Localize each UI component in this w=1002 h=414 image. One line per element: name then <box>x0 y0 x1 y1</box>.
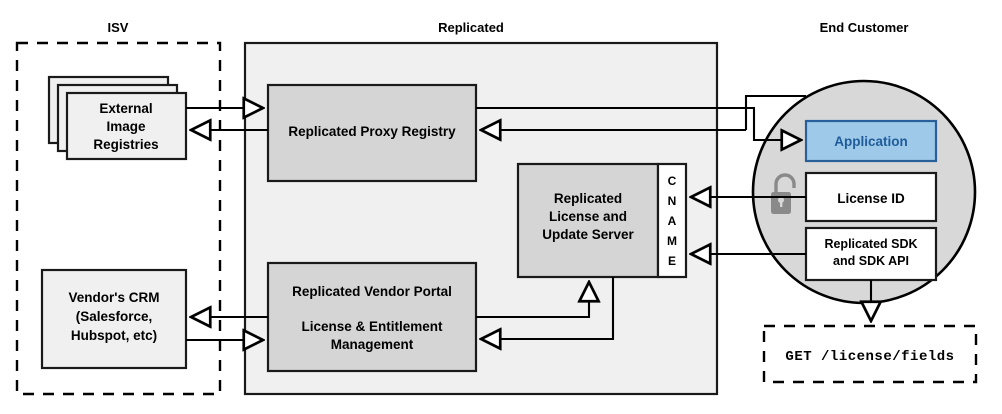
node-vendor-portal-box <box>266 261 478 373</box>
unlock-keyhole <box>778 197 784 203</box>
cname-letter-n: N <box>668 194 677 208</box>
node-license-id-label: License ID <box>837 191 905 206</box>
node-replicated-proxy-registry-box <box>266 83 478 183</box>
node-label-line2: (Salesforce, <box>76 309 153 324</box>
node-label-line3: Registries <box>93 137 158 152</box>
node-label-line1: Replicated <box>554 191 622 206</box>
node-label-line2: Image <box>106 119 146 134</box>
connectors <box>186 94 871 340</box>
cname-letter-a: A <box>668 214 677 228</box>
node-replicated-vendor-portal[interactable]: Replicated Vendor Portal License & Entit… <box>266 261 478 373</box>
node-label-line1: Vendor's CRM <box>69 290 160 305</box>
node-label-line1: Replicated SDK <box>824 237 917 251</box>
node-replicated-proxy-registry[interactable]: Replicated Proxy Registry <box>266 83 478 183</box>
node-label: Replicated Proxy Registry <box>288 124 456 139</box>
node-external-image-registries[interactable]: External Image Registries <box>47 75 188 161</box>
cname-letter-c: C <box>668 174 677 188</box>
node-license-id[interactable]: License ID <box>804 171 938 223</box>
node-cname-box <box>656 162 688 279</box>
node-license-server-box <box>516 162 660 279</box>
connector-license-server-to-vendor-portal <box>481 277 615 339</box>
node-label-line2: License & Entitlement <box>301 319 443 334</box>
node-label-line3: Hubspot, etc) <box>71 328 157 343</box>
node-cname[interactable]: C N A M E <box>656 162 688 279</box>
zone-isv-boundary <box>15 41 222 396</box>
node-api-request-label: GET /license/fields <box>785 349 954 365</box>
node-label-line1: External <box>99 101 152 116</box>
cname-letter-e: E <box>668 254 676 268</box>
connector-proxy-to-application <box>476 106 801 140</box>
cname-letter-m: M <box>667 234 677 248</box>
unlock-keyhole-slot <box>780 201 783 207</box>
node-label-line1: Replicated Vendor Portal <box>292 284 452 299</box>
node-label-line3: Management <box>331 337 414 352</box>
connector-application-to-proxy-riser <box>744 94 806 130</box>
zone-replicated-title: Replicated <box>438 20 504 35</box>
node-label-line2: License and <box>549 209 627 224</box>
stack-layer-front <box>65 91 188 161</box>
node-application-label: Application <box>834 134 908 149</box>
connector-vendor-portal-to-license-server <box>476 282 589 319</box>
node-label-line3: Update Server <box>542 227 634 242</box>
node-label-line2: and SDK API <box>833 254 909 268</box>
node-vendors-crm-box <box>40 268 188 370</box>
node-replicated-license-update-server[interactable]: Replicated License and Update Server <box>516 162 660 279</box>
node-api-request-box <box>762 324 978 384</box>
zone-isv-title: ISV <box>108 20 129 35</box>
node-application[interactable]: Application <box>804 119 938 163</box>
node-replicated-sdk[interactable]: Replicated SDK and SDK API <box>804 226 938 282</box>
node-api-request[interactable]: GET /license/fields <box>762 324 978 384</box>
node-application-box <box>804 119 938 163</box>
zone-isv: ISV <box>15 20 222 396</box>
unlock-shackle <box>774 173 796 193</box>
zone-end-customer-title: End Customer <box>820 20 909 35</box>
node-vendors-crm[interactable]: Vendor's CRM (Salesforce, Hubspot, etc) <box>40 268 188 370</box>
node-replicated-sdk-box <box>804 226 938 282</box>
